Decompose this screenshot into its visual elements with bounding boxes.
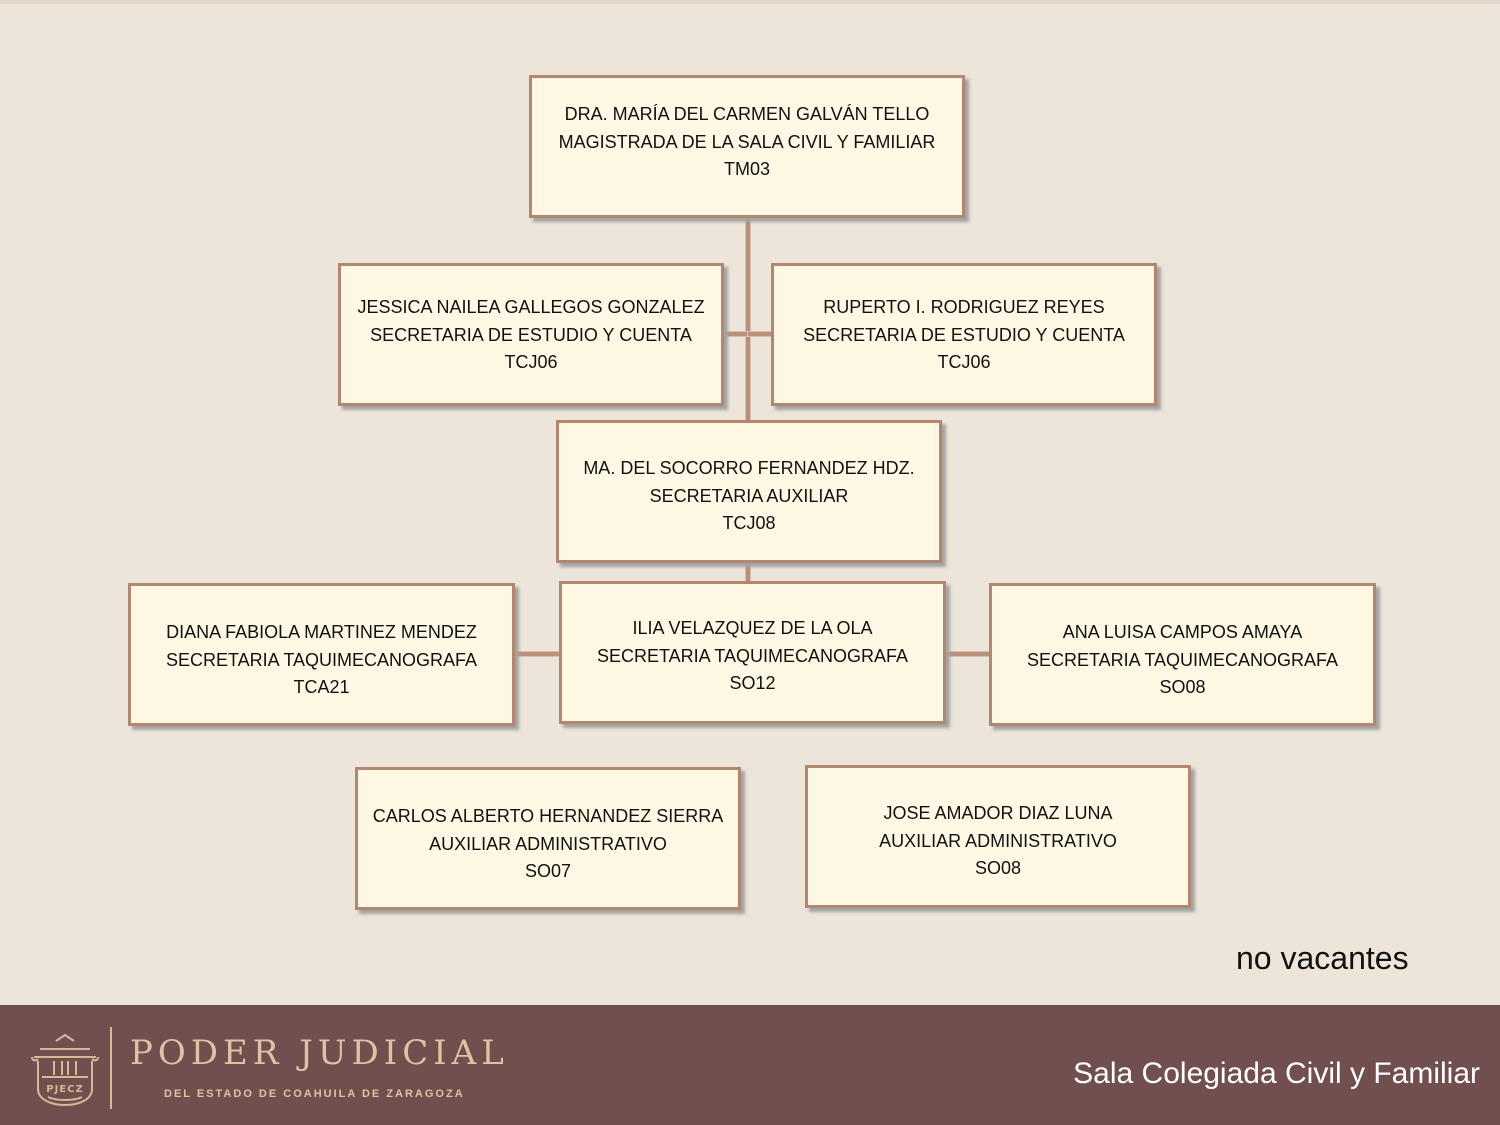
node-code: TCJ06 (937, 352, 991, 372)
logo-divider (110, 1027, 112, 1109)
node-role: SECRETARIA TAQUIMECANOGRAFA (1026, 649, 1339, 670)
node-role: SECRETARIA AUXILIAR (649, 485, 849, 506)
institution-subtitle: DEL ESTADO DE COAHUILA DE ZARAGOZA (164, 1088, 465, 1100)
org-node-secretaria-auxiliar: MA. DEL SOCORRO FERNANDEZ HDZ. SECRETARI… (556, 420, 942, 563)
org-node-taquimecanografa-1: DIANA FABIOLA MARTINEZ MENDEZ SECRETARIA… (128, 583, 515, 726)
org-node-taquimecanografa-2: ILIA VELAZQUEZ DE LA OLA SECRETARIA TAQU… (559, 581, 946, 724)
institution-title: PODER JUDICIAL (130, 1033, 509, 1073)
node-code: SO08 (1159, 677, 1206, 697)
node-role: MAGISTRADA DE LA SALA CIVIL Y FAMILIAR (558, 131, 936, 152)
node-name: JESSICA NAILEA GALLEGOS GONZALEZ (357, 297, 705, 317)
node-code: SO12 (729, 673, 776, 693)
node-name: JOSE AMADOR DIAZ LUNA (883, 803, 1113, 823)
top-rule (0, 0, 1500, 4)
department-label: Sala Colegiada Civil y Familiar (1073, 1057, 1480, 1090)
node-name: DRA. MARÍA DEL CARMEN GALVÁN TELLO (564, 104, 930, 124)
node-name: RUPERTO I. RODRIGUEZ REYES (823, 297, 1105, 317)
org-node-secretaria-estudio-1: JESSICA NAILEA GALLEGOS GONZALEZ SECRETA… (338, 263, 724, 406)
node-role: SECRETARIA DE ESTUDIO Y CUENTA (803, 324, 1125, 345)
node-role: SECRETARIA TAQUIMECANOGRAFA (165, 649, 478, 670)
node-role: SECRETARIA TAQUIMECANOGRAFA (596, 645, 909, 666)
node-name: ILIA VELAZQUEZ DE LA OLA (632, 618, 873, 638)
node-role: AUXILIAR ADMINISTRATIVO (429, 833, 667, 854)
connector-right-typist (946, 652, 990, 656)
connector-left-secretary (724, 332, 748, 336)
connector-left-typist (515, 652, 560, 656)
node-code: TM03 (723, 159, 770, 179)
org-node-taquimecanografa-3: ANA LUISA CAMPOS AMAYA SECRETARIA TAQUIM… (989, 583, 1376, 726)
node-code: SO08 (974, 858, 1022, 878)
org-node-auxiliar-administrativo-1: CARLOS ALBERTO HERNANDEZ SIERRA AUXILIAR… (355, 767, 741, 910)
node-name: DIANA FABIOLA MARTINEZ MENDEZ (166, 622, 477, 642)
vacancy-note: no vacantes (1236, 940, 1409, 976)
svg-text:PJECZ: PJECZ (46, 1084, 83, 1095)
footer-bar: PJECZ PODER JUDICIAL DEL ESTADO DE COAHU… (0, 1005, 1500, 1125)
org-node-magistrada: DRA. MARÍA DEL CARMEN GALVÁN TELLO MAGIS… (529, 75, 965, 218)
node-code: SO07 (524, 861, 572, 881)
node-code: TCJ08 (722, 513, 776, 533)
node-code: TCA21 (293, 677, 350, 697)
connector-auxiliar-down (746, 562, 750, 582)
node-role: SECRETARIA DE ESTUDIO Y CUENTA (370, 324, 692, 345)
connector-trunk (746, 218, 750, 420)
org-node-auxiliar-administrativo-2: JOSE AMADOR DIAZ LUNA AUXILIAR ADMINISTR… (805, 765, 1191, 908)
judicial-seal-icon: PJECZ (31, 1033, 99, 1107)
org-node-secretaria-estudio-2: RUPERTO I. RODRIGUEZ REYES SECRETARIA DE… (771, 263, 1157, 406)
node-role: AUXILIAR ADMINISTRATIVO (879, 830, 1117, 851)
connector-right-secretary (748, 332, 772, 336)
node-name: ANA LUISA CAMPOS AMAYA (1062, 622, 1303, 642)
node-name: MA. DEL SOCORRO FERNANDEZ HDZ. (583, 458, 915, 478)
node-code: TCJ06 (504, 352, 558, 372)
node-name: CARLOS ALBERTO HERNANDEZ SIERRA (372, 806, 724, 826)
